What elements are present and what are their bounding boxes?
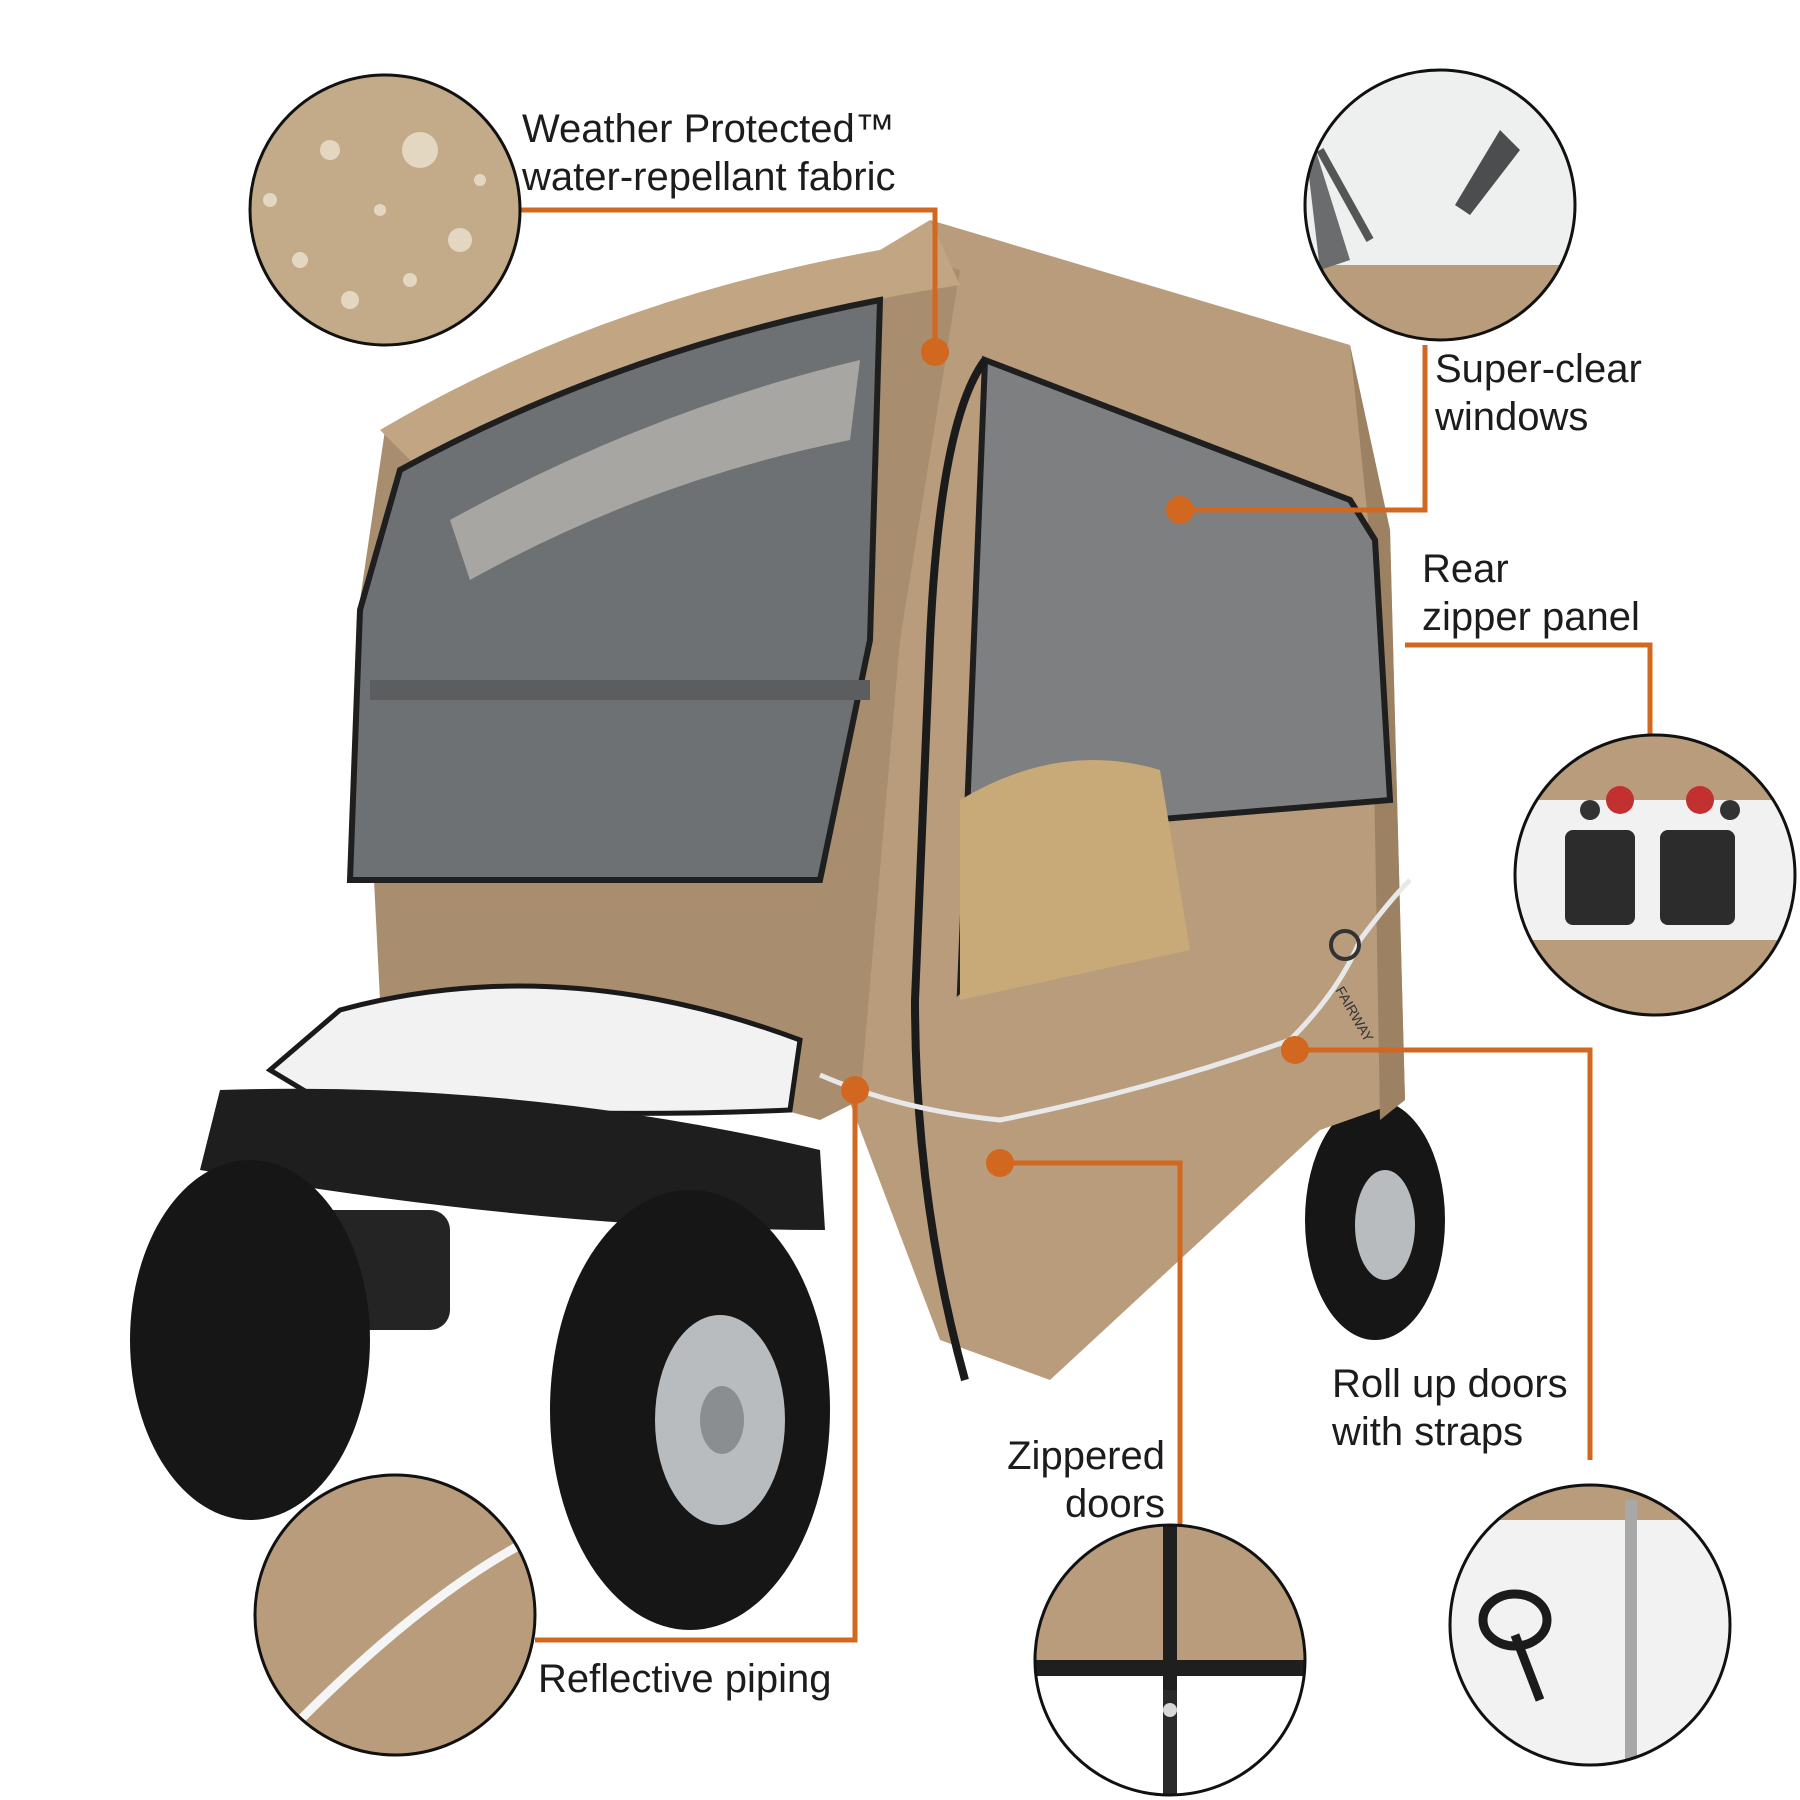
callout-dot-roll-up: [1281, 1036, 1309, 1064]
label-fabric-line-2: water-repellant fabric: [522, 155, 896, 199]
label-fabric-line-1: Weather Protected™: [522, 107, 895, 151]
golf-bags-icon: [1513, 733, 1797, 1017]
door-zipper-line: [910, 357, 989, 1382]
callout-dot-zippered: [986, 1149, 1014, 1177]
zipper-icon: [1033, 1523, 1307, 1797]
label-rear-panel-line-1: Rear: [1422, 547, 1509, 591]
label-zippered: Zippered doors: [980, 1432, 1165, 1528]
rear-right-rim: [1355, 1170, 1415, 1280]
steering-wheel-icon: [1448, 1483, 1732, 1767]
label-windows-line-1: Super-clear: [1435, 347, 1642, 391]
label-rear-panel: Rear zipper panel: [1422, 545, 1640, 641]
label-roll-up-line-1: Roll up doors: [1332, 1362, 1568, 1406]
callout-line-fabric: [520, 207, 938, 352]
label-roll-up-line-2: with straps: [1332, 1410, 1524, 1454]
callout-line-piping: [535, 1090, 858, 1643]
label-zippered-line-2: doors: [1064, 1482, 1165, 1526]
callout-line-zippered: [1000, 1160, 1183, 1525]
label-windows-line-2: windows: [1435, 395, 1589, 439]
front-left-tire: [130, 1160, 370, 1520]
label-fabric: Weather Protected™ water-repellant fabri…: [522, 105, 896, 201]
callout-dot-piping: [841, 1076, 869, 1104]
callout-line-roll-up: [1295, 1047, 1593, 1460]
callout-dot-windows: [1166, 496, 1194, 524]
label-zippered-line-1: Zippered: [1007, 1434, 1165, 1478]
windshield-sill: [370, 680, 870, 700]
label-windows: Super-clear windows: [1435, 345, 1642, 441]
fairway-logo-icon: [1329, 929, 1361, 961]
clear-window-icon: [1303, 68, 1577, 342]
label-piping-line-1: Reflective piping: [538, 1657, 832, 1701]
fabric-texture-icon: [248, 73, 522, 347]
callout-line-windows: [1180, 345, 1428, 513]
seat: [960, 760, 1190, 1000]
golf-cart-illustration: FAIRWAY: [130, 220, 1445, 1630]
callout-dot-fabric: [921, 338, 949, 366]
front-right-hub: [700, 1386, 744, 1454]
label-rear-panel-line-2: zipper panel: [1422, 595, 1640, 639]
piping-icon: [253, 1473, 537, 1757]
windshield-glare: [450, 360, 860, 580]
callout-dots: [841, 338, 1309, 1177]
callout-line-rear: [1405, 642, 1653, 740]
label-roll-up: Roll up doors with straps: [1332, 1360, 1568, 1456]
label-piping: Reflective piping: [538, 1655, 832, 1703]
callout-lines: [520, 207, 1653, 1643]
